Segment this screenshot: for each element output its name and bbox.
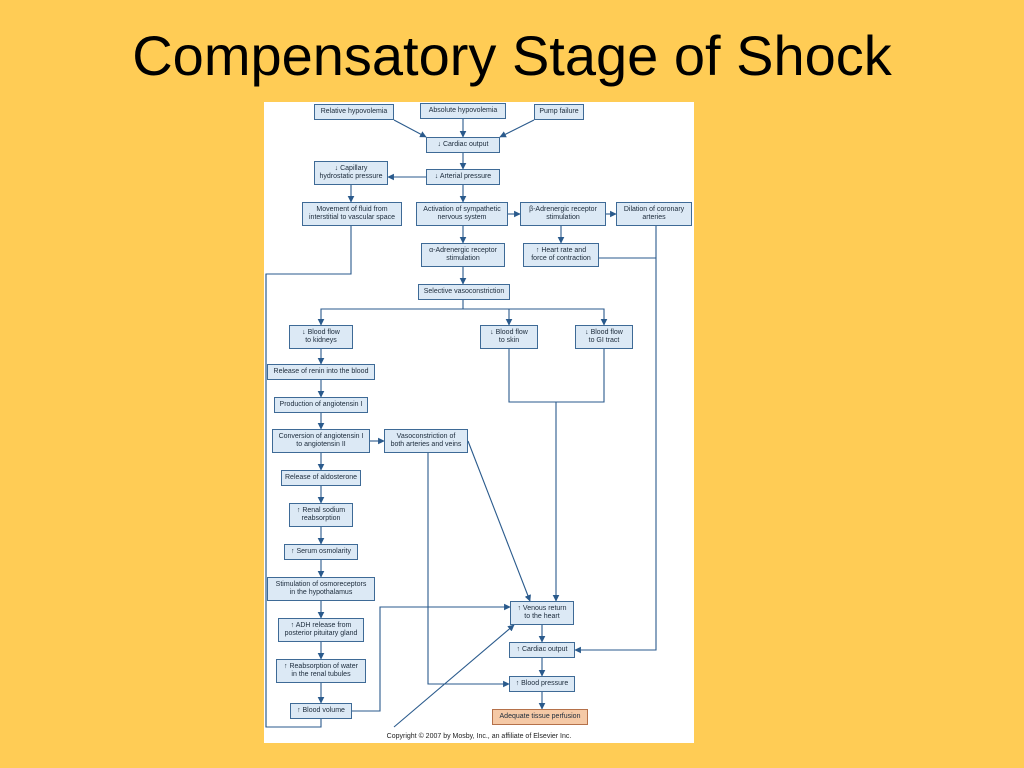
slide-title: Compensatory Stage of Shock <box>132 24 892 87</box>
node-increased-blood-pressure: ↑ Blood pressure <box>509 676 575 692</box>
node-renin-release: Release of renin into the blood <box>267 364 375 380</box>
node-venous-return: ↑ Venous return to the heart <box>510 601 574 625</box>
node-selective-vasoconstriction: Selective vasoconstriction <box>418 284 510 300</box>
node-decreased-capillary-pressure: ↓ Capillary hydrostatic pressure <box>314 161 388 185</box>
node-angiotensin-ii: Conversion of angiotensin I to angiotens… <box>272 429 370 453</box>
node-decreased-flow-kidneys: ↓ Blood flow to kidneys <box>289 325 353 349</box>
connector-vasoboth-to-venous <box>467 440 531 602</box>
copyright-notice: Copyright © 2007 by Mosby, Inc., an affi… <box>386 733 572 740</box>
node-fluid-movement: Movement of fluid from interstitial to v… <box>302 202 402 226</box>
node-serum-osmolarity: ↑ Serum osmolarity <box>284 544 358 560</box>
connector-pump-to-cardiac <box>499 119 535 138</box>
connector-selective-to-gi <box>463 308 608 326</box>
node-aldosterone: Release of aldosterone <box>281 470 361 486</box>
node-beta-stimulation: β-Adrenergic receptor stimulation <box>520 202 606 226</box>
connector-selective-to-kidneys <box>317 300 464 326</box>
node-adh-release: ↑ ADH release from posterior pituitary g… <box>278 618 364 642</box>
node-decreased-flow-skin: ↓ Blood flow to skin <box>480 325 538 349</box>
node-decreased-arterial-pressure: ↓ Arterial pressure <box>426 169 500 185</box>
node-increased-heart-rate: ↑ Heart rate and force of contraction <box>523 243 599 267</box>
node-increased-cardiac-output: ↑ Cardiac output <box>509 642 575 658</box>
node-sympathetic-activation: Activation of sympathetic nervous system <box>416 202 508 226</box>
connector-vasoboth-to-bp <box>427 453 510 688</box>
node-absolute-hypovolemia: Absolute hypovolemia <box>420 103 506 119</box>
node-renal-sodium: ↑ Renal sodium reabsorption <box>289 503 353 527</box>
connector-rel-to-cardiac <box>393 119 427 138</box>
node-decreased-cardiac-output: ↓ Cardiac output <box>426 137 500 153</box>
connector-bloodvolume-to-venous <box>352 603 511 712</box>
node-vasoconstriction-both: Vasoconstriction of both arteries and ve… <box>384 429 468 453</box>
node-tissue-perfusion: Adequate tissue perfusion <box>492 709 588 725</box>
connector-heartrate-to-cardiac <box>574 257 657 654</box>
connector-bloodvolume-to-venous-2 <box>393 624 515 728</box>
node-osmoreceptors: Stimulation of osmoreceptors in the hypo… <box>267 577 375 601</box>
node-decreased-flow-gi: ↓ Blood flow to GI tract <box>575 325 633 349</box>
node-relative-hypovolemia: Relative hypovolemia <box>314 104 394 120</box>
connector-skin-gi-to-venous <box>508 349 605 403</box>
node-alpha-stimulation: α-Adrenergic receptor stimulation <box>421 243 505 267</box>
node-angiotensin-i: Production of angiotensin I <box>274 397 368 413</box>
flowchart-diagram: Relative hypovolemia Absolute hypovolemi… <box>264 102 694 743</box>
node-blood-volume: ↑ Blood volume <box>290 703 352 719</box>
node-pump-failure: Pump failure <box>534 104 584 120</box>
flowchart-connectors <box>265 119 657 728</box>
node-water-reabsorption: ↑ Reabsorption of water in the renal tub… <box>276 659 366 683</box>
node-coronary-dilation: Dilation of coronary arteries <box>616 202 692 226</box>
